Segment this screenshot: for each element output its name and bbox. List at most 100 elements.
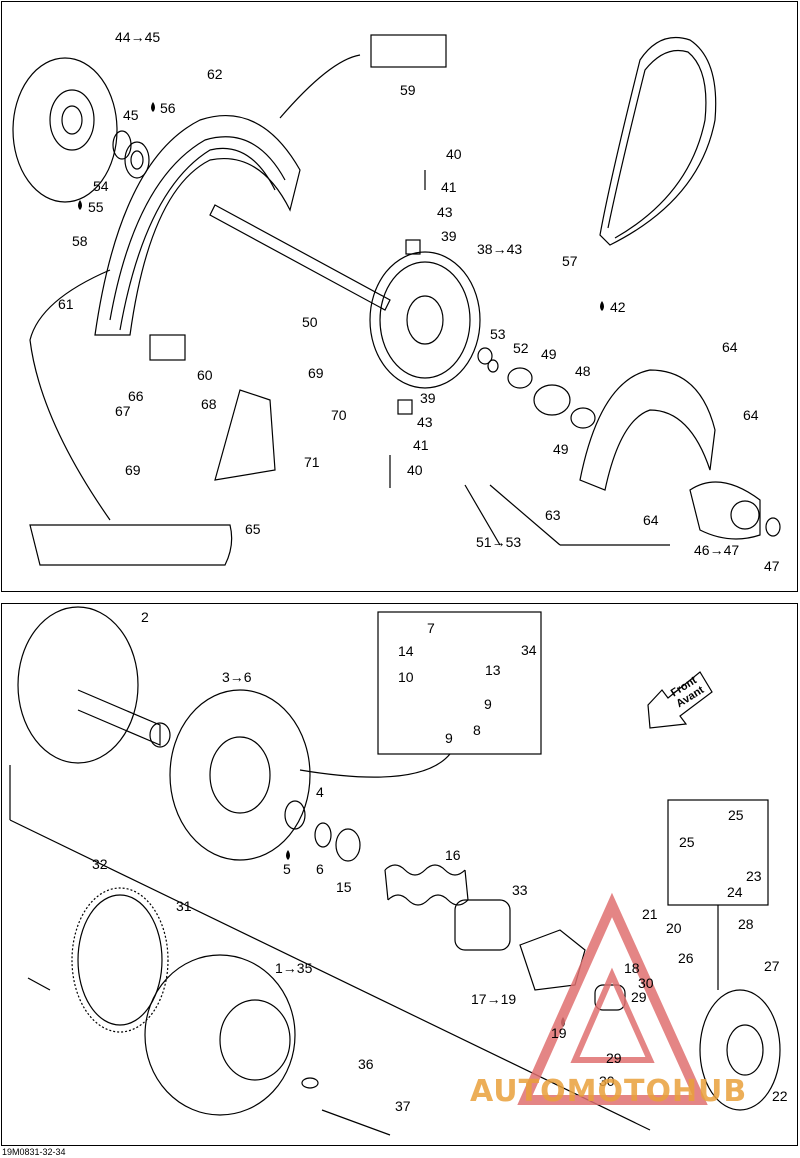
callout-label: 6 [316, 861, 324, 877]
callout-label: 15 [336, 879, 352, 895]
callout-label: 41 [441, 179, 457, 195]
watermark-text: AUTOMOTOHUB [470, 1074, 747, 1109]
callout-label: 8 [473, 722, 481, 738]
movable-sheave [169, 689, 311, 861]
callout-label: 7 [427, 620, 435, 636]
callout-label: 67 [115, 403, 131, 419]
callout-label: 37 [395, 1098, 411, 1114]
diagram-reference-id: 19M0831-32-34 [2, 1147, 66, 1157]
callout-label: 57 [562, 253, 578, 269]
callout-label: 68 [201, 396, 217, 412]
callout-label: 9 [445, 730, 453, 746]
callout-label: 64 [643, 512, 659, 528]
callout-label: 29 [606, 1050, 622, 1066]
callout-label: 53 [490, 326, 506, 342]
chaincase-housing [94, 115, 301, 336]
callout-label: 47 [764, 558, 780, 574]
detail-inset-rollers [377, 611, 542, 755]
oil-drop-icon [78, 102, 604, 1027]
callout-label: 44→45 [115, 29, 161, 45]
callout-label: 2 [141, 609, 149, 625]
watermark-part1: AUTOMOTO [470, 1074, 672, 1109]
callout-label: 41 [413, 437, 429, 453]
callout-label: 42 [610, 299, 626, 315]
callout-label: 18 [624, 960, 640, 976]
cam-bracket [689, 481, 761, 540]
callout-label: 70 [331, 407, 347, 423]
callout-label: 29 [631, 989, 647, 1005]
watermark-logo-icon [517, 892, 708, 1105]
callout-label: 66 [128, 388, 144, 404]
belt-guard [579, 369, 716, 491]
callout-label: 34 [521, 642, 537, 658]
callout-label: 25 [679, 834, 695, 850]
callout-label: 30 [638, 975, 654, 991]
callout-label: 59 [400, 82, 416, 98]
callout-label: 17→19 [471, 991, 517, 1007]
callout-label: 9 [484, 696, 492, 712]
callout-label: 16 [445, 847, 461, 863]
callout-label: 36 [358, 1056, 374, 1072]
fixed-sheave [17, 606, 139, 764]
callout-label: 62 [207, 66, 223, 82]
callout-label: 69 [125, 462, 141, 478]
callout-label: 43 [437, 204, 453, 220]
housing-cover [699, 989, 781, 1111]
pulley-half-disc [12, 57, 118, 203]
callout-label: 50 [302, 314, 318, 330]
detail-inset-lever [667, 799, 769, 906]
callout-label: 58 [72, 233, 88, 249]
callout-label: 26 [678, 950, 694, 966]
callout-label: 39 [420, 390, 436, 406]
watermark-part2: HUB [671, 1074, 748, 1109]
callout-label: 49 [553, 441, 569, 457]
callout-label: 19 [551, 1025, 567, 1041]
mounting-bracket [214, 389, 276, 481]
callout-label: 23 [746, 868, 762, 884]
callout-label: 69 [308, 365, 324, 381]
callout-label: 28 [738, 916, 754, 932]
callout-label: 30 [599, 1073, 615, 1089]
callout-label: 22 [772, 1088, 788, 1104]
callout-label: 10 [398, 669, 414, 685]
drive-shaft [209, 204, 391, 311]
callout-label: 55 [88, 199, 104, 215]
callout-label: 65 [245, 521, 261, 537]
callout-label: 45 [123, 107, 139, 123]
callout-label: 5 [283, 861, 291, 877]
callout-label: 54 [93, 178, 109, 194]
callout-label: 4 [316, 784, 324, 800]
callout-label: 25 [728, 807, 744, 823]
callout-label: 3→6 [222, 669, 252, 685]
callout-label: 60 [197, 367, 213, 383]
callout-label: 21 [642, 906, 658, 922]
driven-pulley [369, 251, 481, 389]
ring-gear [71, 887, 169, 1033]
callout-label: 71 [304, 454, 320, 470]
drive-belt [599, 36, 717, 246]
callout-label: 39 [441, 228, 457, 244]
callout-label: 63 [545, 507, 561, 523]
callout-label: 33 [512, 882, 528, 898]
callout-label: 56 [160, 100, 176, 116]
callout-label: 48 [575, 363, 591, 379]
front-arrow-icon [647, 671, 713, 729]
callout-label: 40 [407, 462, 423, 478]
callout-label: 64 [743, 407, 759, 423]
callout-label: 40 [446, 146, 462, 162]
callout-label: 13 [485, 662, 501, 678]
callout-label: 1→35 [275, 960, 313, 976]
callout-label: 49 [541, 346, 557, 362]
clutch-assembly [144, 954, 296, 1116]
callout-label: 61 [58, 296, 74, 312]
callout-label: 52 [513, 340, 529, 356]
callout-label: 27 [764, 958, 780, 974]
top-exploded-view-panel [1, 1, 798, 592]
callout-label: 32 [92, 856, 108, 872]
callout-label: 46→47 [694, 542, 740, 558]
callout-label: 31 [176, 898, 192, 914]
decal-label [29, 524, 233, 566]
callout-label: 24 [727, 884, 743, 900]
callout-label: 64 [722, 339, 738, 355]
